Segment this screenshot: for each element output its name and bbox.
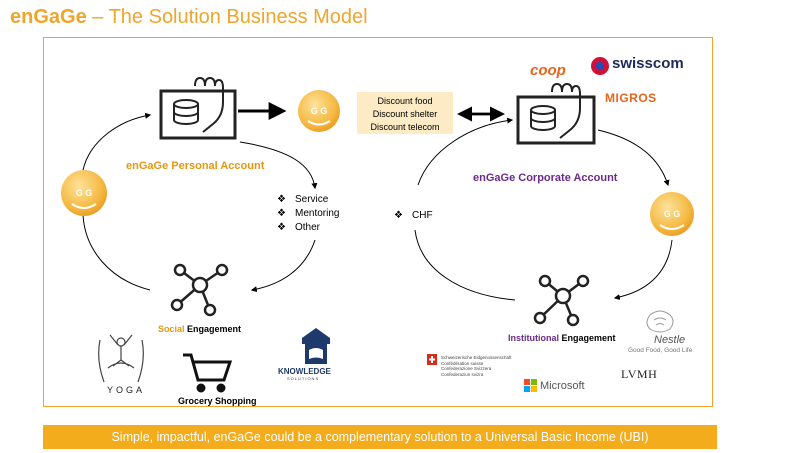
service-item: ❖Service (277, 194, 329, 205)
yoga-icon (98, 334, 144, 383)
microsoft-logo-mark (524, 379, 537, 392)
personal-account-label: enGaGe Personal Account (126, 160, 265, 172)
microsoft-logo: Microsoft (540, 380, 585, 392)
diagram-frame (43, 37, 713, 407)
knowledge-house-icon (302, 328, 330, 364)
discount-item-food: Discount food (377, 96, 433, 106)
nestle-logo: Nestle (654, 334, 686, 346)
institutional-network-icon (533, 274, 590, 327)
coin-label-left: G G (76, 188, 93, 198)
left-cycle-arc-bottom-left (82, 214, 151, 291)
corporate-account-icon (516, 82, 596, 145)
discount-item-telecom: Discount telecom (370, 122, 440, 132)
diamond-bullet-icon: ❖ (394, 210, 403, 221)
diamond-bullet-icon: ❖ (277, 194, 286, 205)
personal-account-icon (159, 76, 237, 140)
coop-logo: coop (530, 62, 566, 79)
swisscom-logo-mark (591, 57, 609, 75)
diamond-bullet-icon: ❖ (277, 208, 286, 219)
coin-icon-top (298, 90, 340, 132)
nestle-tagline: Good Food, Good Life (628, 347, 693, 354)
services-list: ❖Service ❖Mentoring ❖Other (277, 193, 339, 235)
corporate-account-label: enGaGe Corporate Account (473, 172, 618, 184)
swisscom-logo: swisscom (612, 55, 684, 72)
knowledge-logo-sub: SOLUTIONS (287, 376, 320, 381)
nestle-nest-icon (646, 310, 674, 333)
discount-item-shelter: Discount shelter (372, 109, 438, 119)
swiss-flag-icon (427, 354, 437, 365)
knowledge-logo: KNOWLEDGE (278, 367, 331, 376)
coin-icon-left (61, 170, 107, 216)
right-cycle-arc-top-right (597, 129, 670, 187)
service-item: ❖Other (277, 222, 321, 233)
left-cycle-arc-top-right (239, 141, 318, 190)
left-cycle-arc-top-left (82, 112, 152, 171)
yoga-label: YOGA (107, 385, 146, 395)
currency-label: CHF (412, 210, 433, 221)
coin-icon-right (650, 192, 694, 236)
lvmh-logo: LVMH (621, 367, 658, 381)
diamond-bullet-icon: ❖ (277, 222, 286, 233)
ubi-banner: Simple, impactful, enGaGe could be a com… (43, 425, 717, 449)
currency-list: ❖ CHF (394, 209, 433, 223)
migros-logo: MIGROS (605, 91, 657, 105)
right-cycle-arc-top-left (417, 117, 514, 186)
page-title: enGaGe – The Solution Business Model (10, 6, 368, 28)
discount-box: Discount food Discount shelter Discount … (357, 92, 453, 134)
shopping-cart-icon (183, 353, 233, 393)
grocery-shopping-label: Grocery Shopping (178, 396, 257, 406)
right-cycle-arc-bottom-right (613, 239, 673, 300)
left-cycle-arc-bottom-right (250, 239, 316, 293)
social-network-icon (170, 263, 229, 317)
social-engagement-label: Social Engagement (158, 324, 242, 334)
coin-label-top: G G (311, 106, 328, 116)
right-cycle-arc-bottom-left (414, 229, 516, 301)
institutional-engagement-label: Institutional Engagement (508, 333, 616, 343)
service-item: ❖Mentoring (277, 208, 340, 219)
coin-label-right: G G (664, 209, 681, 219)
